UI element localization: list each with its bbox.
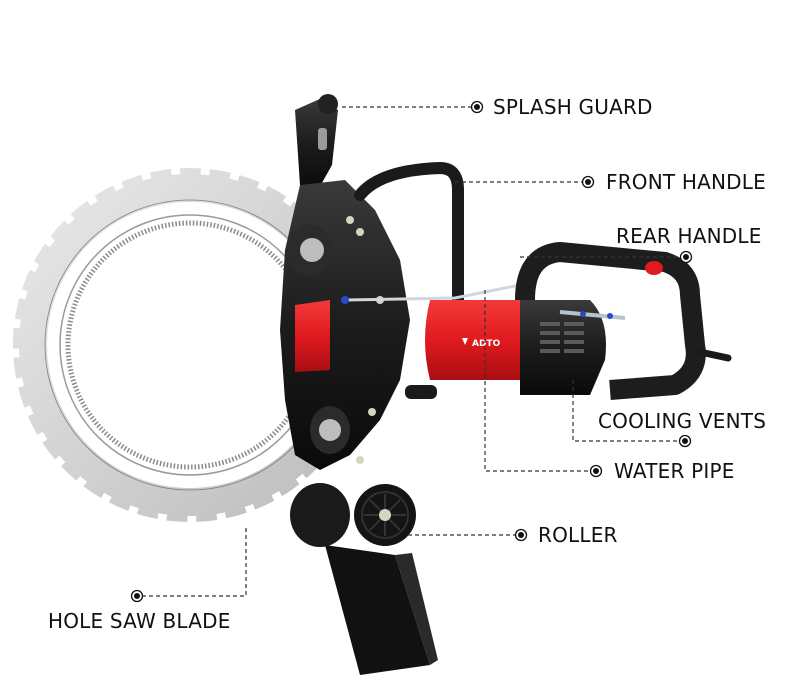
water-pipe-shape <box>344 283 521 302</box>
callout-dots <box>130 100 693 603</box>
callout-lines <box>137 106 686 597</box>
callout-dot-icon <box>678 434 692 448</box>
label-rear-handle: REAR HANDLE <box>616 224 762 248</box>
callout-dot-icon <box>470 100 484 114</box>
base-plate-shape <box>325 545 430 675</box>
callout-dot-icon <box>679 250 693 264</box>
label-water-pipe: WATER PIPE <box>614 459 735 483</box>
splash-guard-shape <box>295 94 338 190</box>
callout-dot-icon <box>514 528 528 542</box>
callout-dot-icon <box>581 175 595 189</box>
callout-line-water-pipe <box>484 290 596 472</box>
callout-dot-icon <box>130 589 144 603</box>
roller-shape <box>290 483 416 547</box>
rear-handle-shape <box>515 242 706 400</box>
label-cooling-vents: COOLING VENTS <box>598 409 767 433</box>
label-splash-guard: SPLASH GUARD <box>493 95 653 119</box>
label-roller: ROLLER <box>538 523 618 547</box>
label-hole-saw-blade: HOLE SAW BLADE <box>48 609 231 633</box>
housing-red-band <box>295 300 330 372</box>
brand-logo: ADTO <box>472 339 501 349</box>
callout-line-hole-saw-blade <box>137 528 247 597</box>
motor-body-shape: ADTO <box>425 300 606 395</box>
front-handle-shape <box>354 161 464 326</box>
callout-line-cooling-vents <box>572 380 685 442</box>
callout-dot-icon <box>589 464 603 478</box>
label-front-handle: FRONT HANDLE <box>606 170 766 194</box>
front-housing-shape <box>280 180 410 470</box>
